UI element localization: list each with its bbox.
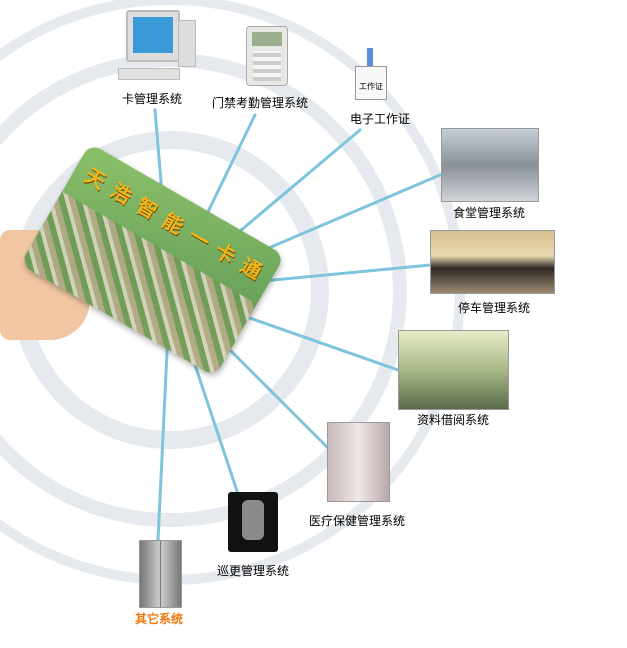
label-patrol-system: 巡更管理系统: [216, 564, 290, 578]
label-badge-system: 电子工作证: [349, 112, 411, 126]
label-medical-system: 医疗保健管理系统: [308, 514, 406, 528]
label-card-system: 卡管理系统: [121, 92, 183, 106]
hospital-photo: [327, 422, 390, 502]
label-access-system: 门禁考勤管理系统: [211, 96, 309, 110]
parking-photo: [430, 230, 555, 294]
computer-icon: [118, 10, 198, 85]
label-canteen-system: 食堂管理系统: [452, 206, 526, 220]
badge-icon: 工作证: [355, 48, 387, 100]
badge-text: 工作证: [355, 66, 387, 100]
label-other-system: 其它系统: [134, 612, 184, 626]
keypad-icon: [246, 26, 288, 86]
patrol-device-icon: [228, 492, 278, 552]
label-parking-system: 停车管理系统: [457, 301, 531, 315]
canteen-photo: [441, 128, 539, 202]
library-photo: [398, 330, 509, 410]
label-library-system: 资料借阅系统: [416, 413, 490, 427]
elevator-icon: [139, 540, 182, 608]
